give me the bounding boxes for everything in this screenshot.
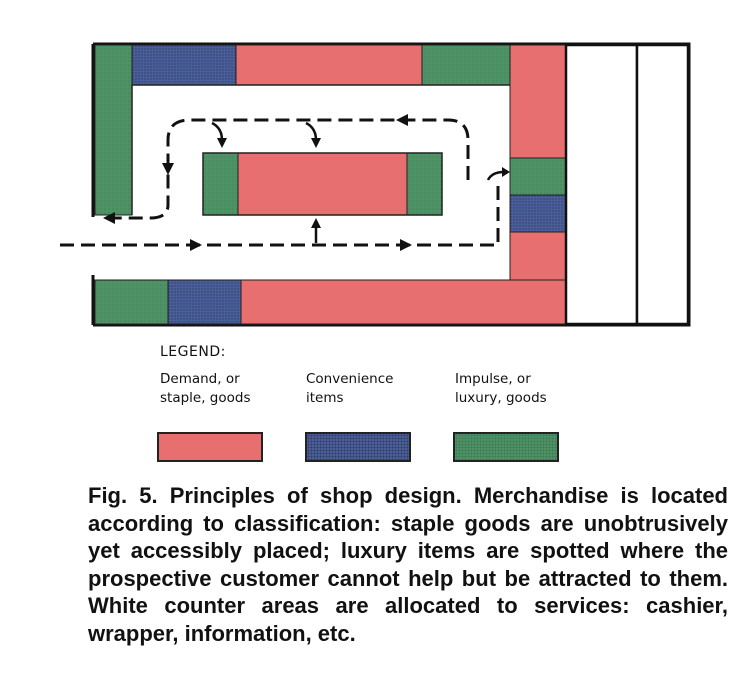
zone-top-demand — [235, 44, 423, 86]
legend-swatch-demand — [157, 432, 263, 462]
zone-bottom-impulse-texture — [95, 280, 168, 324]
zone-left-wall-impulse-texture — [95, 45, 132, 215]
zone-island-impulse-right-texture — [407, 153, 442, 215]
legend-convenience-label: Convenience items — [306, 370, 393, 408]
figure-caption: Fig. 5. Principles of shop design. Merch… — [88, 483, 728, 646]
zone-right-demand-lower — [509, 231, 567, 281]
island-outline — [202, 152, 443, 216]
zone-bottom-demand — [240, 279, 567, 325]
legend-convenience-line1: Convenience — [306, 371, 394, 387]
arrow-entry — [190, 239, 202, 251]
legend-demand-label: Demand, or staple, goods — [160, 370, 251, 408]
legend-impulse-line2: luxury, goods — [455, 390, 547, 406]
zone-island-impulse-left-texture — [203, 153, 238, 215]
zone-island-demand — [237, 152, 408, 216]
legend-swatch-convenience — [305, 432, 411, 462]
legend-swatch-impulse — [453, 432, 559, 462]
legend-demand-line1: Demand, or — [160, 371, 240, 387]
service-counter-2 — [635, 43, 690, 326]
traffic-arrowheads — [103, 114, 412, 251]
zone-right-demand-upper — [509, 44, 567, 159]
zone-right-impulse-texture — [510, 158, 566, 195]
zone-top-convenience-texture — [132, 45, 236, 85]
arrow-exit — [103, 212, 115, 224]
service-counter-1 — [564, 43, 639, 326]
legend-title: LEGEND: — [160, 344, 226, 360]
legend-impulse-label: Impulse, or luxury, goods — [455, 370, 547, 408]
zone-right-convenience-texture — [510, 195, 566, 232]
traffic-path — [60, 118, 500, 247]
attention-arrowheads — [217, 138, 510, 228]
legend-impulse-line1: Impulse, or — [455, 371, 531, 387]
zone-bottom-convenience-texture — [168, 280, 241, 324]
zone-top-impulse-texture — [422, 45, 510, 85]
legend-demand-line2: staple, goods — [160, 390, 251, 406]
legend-convenience-line2: items — [306, 390, 344, 406]
